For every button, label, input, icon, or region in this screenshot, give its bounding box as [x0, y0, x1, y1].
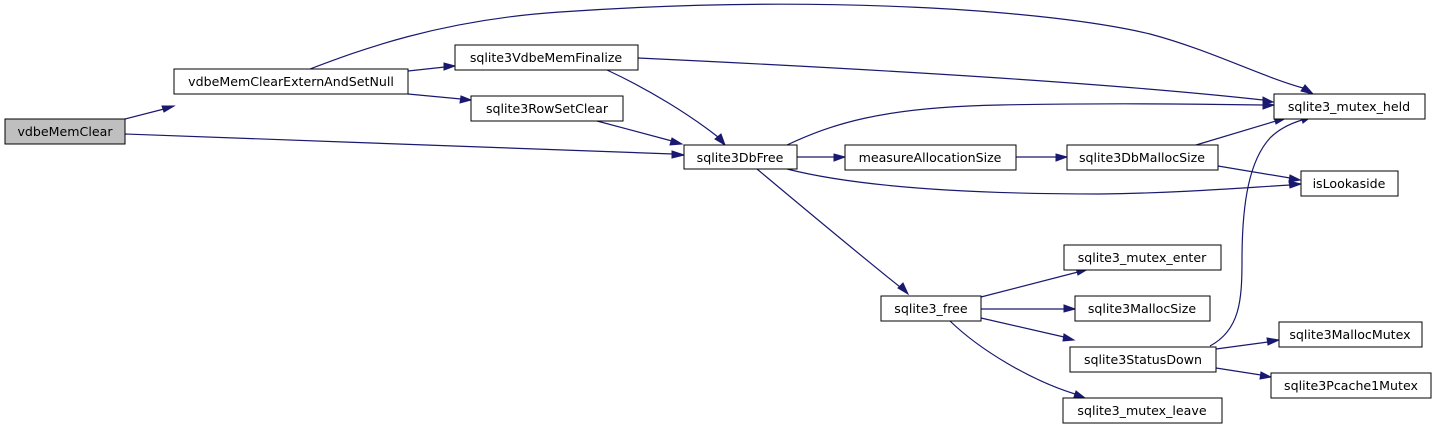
node-sqlite3statusdown[interactable]: sqlite3StatusDown [1069, 346, 1217, 373]
edge-free-to-mallocsize [981, 304, 1077, 313]
edge-clearextern-to-finalize [407, 62, 457, 72]
svg-text:measureAllocationSize: measureAllocationSize [859, 150, 1002, 165]
edge-dbmallocsize-to-mutexheld [1195, 116, 1288, 146]
nodes: vdbeMemClear vdbeMemClearExternAndSetNul… [4, 44, 1432, 424]
node-sqlite3-mutex-held[interactable]: sqlite3_mutex_held [1273, 93, 1426, 120]
edge-dbfree-to-mutexheld [786, 101, 1276, 146]
node-sqlite3mallocmutex[interactable]: sqlite3MallocMutex [1278, 321, 1423, 348]
node-sqlite3vdbememfinalize[interactable]: sqlite3VdbeMemFinalize [454, 44, 639, 71]
svg-text:sqlite3MallocSize: sqlite3MallocSize [1088, 301, 1197, 316]
svg-text:sqlite3_mutex_leave: sqlite3_mutex_leave [1077, 403, 1206, 418]
edge-finalize-to-mutexheld [637, 57, 1275, 105]
edge-finalize-to-dbfree [606, 69, 726, 147]
edge-clearextern-to-mutexheld [309, 3, 1315, 95]
edge-measure-to-dbmallocsize [1016, 153, 1069, 162]
edge-statusdown-to-mallocmutex [1215, 337, 1281, 350]
edge-dbmallocsize-to-islookaside [1217, 165, 1302, 183]
edge-rowsetclear-to-dbfree [596, 120, 684, 146]
edge-free-to-mutexleave [949, 320, 1087, 399]
svg-text:sqlite3RowSetClear: sqlite3RowSetClear [486, 101, 609, 116]
edge-vdbememclear-to-dbfree [124, 133, 686, 159]
node-sqlite3-free[interactable]: sqlite3_free [880, 295, 982, 322]
svg-text:sqlite3Pcache1Mutex: sqlite3Pcache1Mutex [1284, 378, 1418, 393]
node-islookaside[interactable]: isLookaside [1300, 170, 1399, 197]
edge-statusdown-to-mutexheld [1209, 115, 1314, 347]
node-measureallocationsize[interactable]: measureAllocationSize [844, 144, 1017, 171]
node-sqlite3pcache1mutex[interactable]: sqlite3Pcache1Mutex [1270, 372, 1432, 399]
node-sqlite3mallocsize[interactable]: sqlite3MallocSize [1074, 295, 1211, 322]
node-sqlite3-mutex-enter[interactable]: sqlite3_mutex_enter [1063, 244, 1222, 271]
edge-dbfree-to-free [756, 168, 910, 296]
edge-clearextern-to-rowsetclear [407, 93, 473, 104]
edge-free-to-mutexenter [980, 267, 1090, 298]
svg-text:sqlite3VdbeMemFinalize: sqlite3VdbeMemFinalize [470, 50, 623, 65]
svg-text:sqlite3StatusDown: sqlite3StatusDown [1084, 352, 1202, 367]
svg-text:vdbeMemClearExternAndSetNull: vdbeMemClearExternAndSetNull [188, 74, 394, 89]
edge-free-to-statusdown [980, 317, 1076, 342]
edge-dbfree-to-measure [797, 153, 847, 162]
node-vdbememclearexternandsetnull[interactable]: vdbeMemClearExternAndSetNull [173, 68, 409, 95]
node-sqlite3dbmallocsize[interactable]: sqlite3DbMallocSize [1066, 144, 1219, 171]
node-vdbememclear[interactable]: vdbeMemClear [4, 118, 126, 145]
svg-text:sqlite3MallocMutex: sqlite3MallocMutex [1289, 327, 1411, 342]
svg-text:isLookaside: isLookaside [1313, 176, 1386, 191]
edges [124, 3, 1315, 399]
svg-text:sqlite3_mutex_held: sqlite3_mutex_held [1288, 99, 1410, 114]
edge-statusdown-to-pcache1mutex [1215, 367, 1273, 380]
svg-text:sqlite3DbMallocSize: sqlite3DbMallocSize [1079, 150, 1205, 165]
node-sqlite3dbfree[interactable]: sqlite3DbFree [683, 144, 798, 170]
svg-text:sqlite3DbFree: sqlite3DbFree [697, 150, 784, 165]
edge-dbfree-to-islookaside [786, 168, 1303, 195]
svg-text:vdbeMemClear: vdbeMemClear [17, 124, 113, 139]
node-sqlite3-mutex-leave[interactable]: sqlite3_mutex_leave [1062, 397, 1223, 424]
node-sqlite3rowsetclear[interactable]: sqlite3RowSetClear [470, 95, 624, 122]
edge-vdbememclear-to-clearextern [124, 105, 176, 120]
svg-text:sqlite3_mutex_enter: sqlite3_mutex_enter [1078, 250, 1207, 265]
svg-text:sqlite3_free: sqlite3_free [894, 301, 968, 316]
